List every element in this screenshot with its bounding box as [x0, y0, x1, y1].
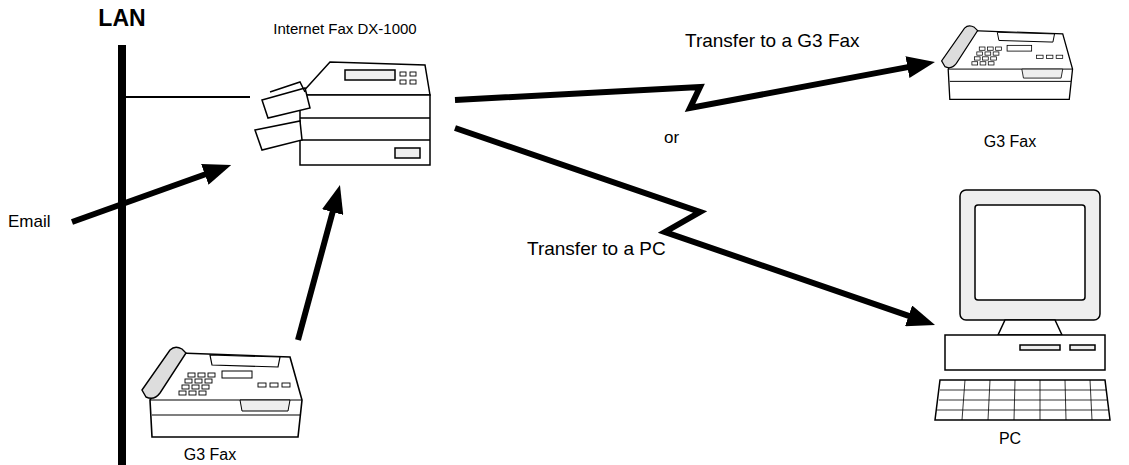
- device-label: G3 Fax: [965, 133, 1055, 151]
- pc: PC: [935, 185, 1115, 450]
- g3-fax: G3 Fax: [935, 15, 1080, 155]
- device-label: LAN: [88, 5, 156, 31]
- transfer-connector: [455, 128, 922, 320]
- transfer-connector: [455, 65, 921, 108]
- internet-fax: Internet Fax DX-1000: [250, 20, 455, 185]
- input-label: Email: [8, 212, 51, 232]
- email-arrow: [72, 170, 218, 222]
- fax-machine-illustration: [255, 62, 430, 165]
- device-label: Internet Fax DX-1000: [255, 20, 435, 37]
- g3-fax: G3 Fax: [140, 340, 305, 465]
- g3-fax-illustration: [142, 347, 302, 437]
- transfer-connector: [298, 199, 336, 341]
- conjunction-label: or: [664, 128, 679, 148]
- transfer-connector: [126, 96, 250, 98]
- edge-label: Transfer to a PC: [527, 238, 666, 260]
- device-label: PC: [975, 430, 1045, 448]
- pc-illustration: [935, 190, 1110, 420]
- g3-fax-illustration: [942, 26, 1073, 99]
- edge-label: Transfer to a G3 Fax: [685, 30, 860, 52]
- lan-bus: LAN: [118, 45, 126, 465]
- device-label: G3 Fax: [170, 446, 250, 464]
